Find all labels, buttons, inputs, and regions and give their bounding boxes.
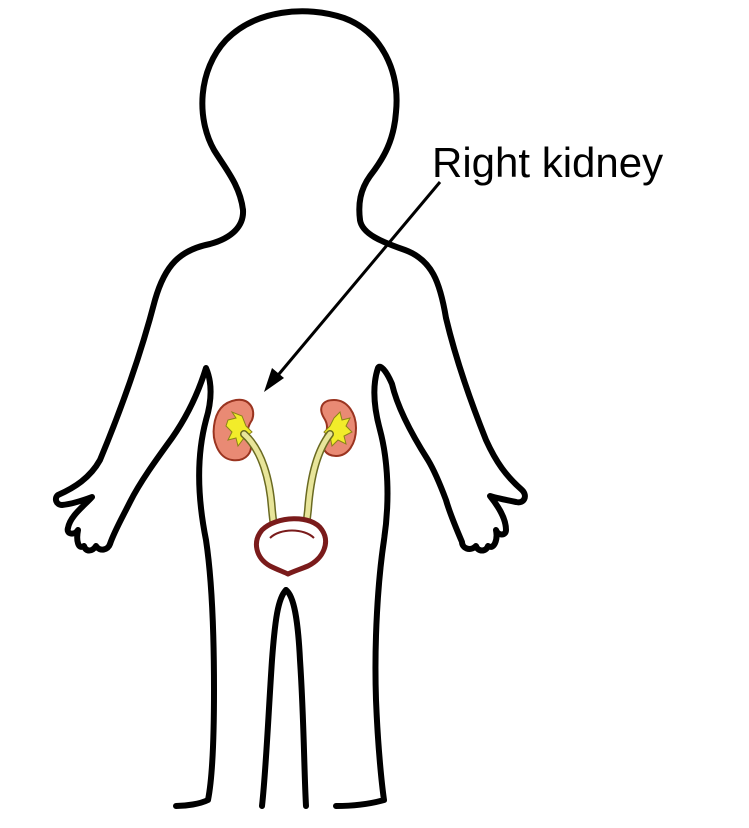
body-left-outline (56, 210, 243, 806)
inner-leg-right (286, 590, 306, 806)
head-outline (202, 11, 396, 220)
body-right-outline (336, 220, 525, 806)
inner-leg-left (262, 590, 286, 806)
right-kidney-label: Right kidney (432, 138, 663, 188)
bladder (256, 519, 325, 574)
